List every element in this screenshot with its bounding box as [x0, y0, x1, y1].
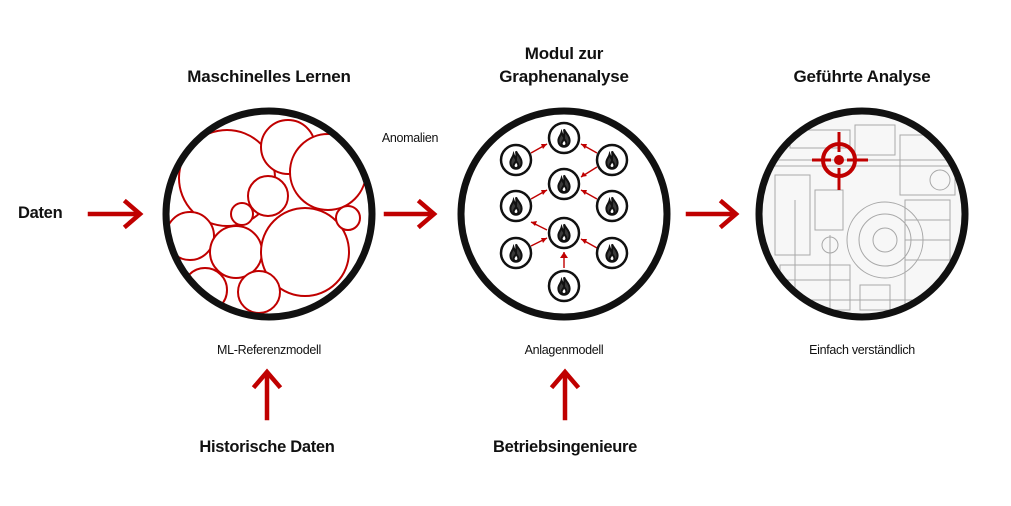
connector-label-anomalies: Anomalien: [381, 131, 439, 145]
graph-node: [499, 236, 533, 270]
input-data-label: Daten: [18, 204, 63, 222]
arrow-icon: [685, 198, 740, 230]
graph-node: [499, 189, 533, 223]
ml-ring: [162, 107, 376, 321]
ml-bubble: [260, 207, 350, 297]
input-operating-engineers-label: Betriebsingenieure: [492, 438, 638, 456]
graph-node: [547, 121, 581, 155]
ml-bubble: [237, 270, 281, 314]
crosshair-icon: [812, 132, 868, 190]
stage-title-graph-line2: Graphenanalyse: [499, 67, 629, 86]
stage-title-ml: Maschinelles Lernen: [187, 67, 351, 86]
stage-caption-ml: ML-Referenzmodell: [217, 343, 321, 357]
ml-bubble: [166, 211, 215, 261]
stage-caption-graph: Anlagenmodell: [524, 343, 604, 357]
plant-sketch: [759, 111, 965, 317]
graph-node: [499, 143, 533, 177]
graph-nodes: [499, 121, 629, 303]
graph-arrowheads: [531, 144, 587, 258]
arrow-icon: [87, 198, 144, 230]
stage-caption-guided: Einfach verständlich: [809, 343, 915, 357]
arrow-icon: [383, 198, 438, 230]
ml-bubble: [247, 175, 289, 217]
graph-node: [547, 269, 581, 303]
graph-node: [595, 143, 629, 177]
ml-bubble: [289, 133, 367, 211]
ml-bubble: [230, 202, 254, 226]
graph-node: [547, 216, 581, 250]
ml-bubble: [335, 205, 361, 231]
input-historical-data-label: Historische Daten: [199, 438, 335, 456]
arrow-icon: [251, 368, 283, 421]
ml-bubbles: [166, 119, 367, 314]
graph-node: [547, 167, 581, 201]
ml-bubble: [209, 225, 263, 279]
arrow-icon: [549, 368, 581, 421]
guided-ring: [755, 107, 969, 321]
graph-node: [595, 189, 629, 223]
stage-title-guided: Geführte Analyse: [793, 67, 931, 86]
stage-title-graph-line1: Modul zur: [524, 44, 604, 63]
graph-node: [595, 236, 629, 270]
